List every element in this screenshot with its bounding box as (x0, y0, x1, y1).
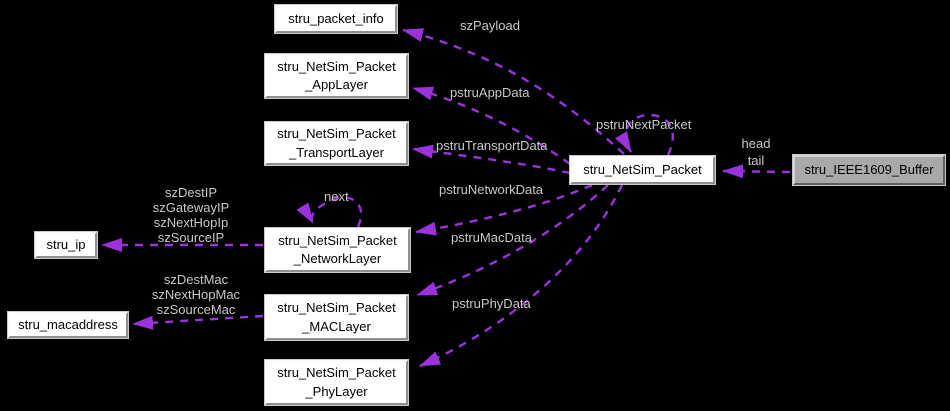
node-stru-macaddress[interactable]: stru_macaddress (7, 311, 129, 339)
node-stru-netsim-packet-maclayer[interactable]: stru_NetSim_Packet _MACLayer (264, 294, 409, 341)
node-stru-netsim-packet-networklayer[interactable]: stru_NetSim_Packet _NetworkLayer (264, 227, 411, 273)
node-stru-ip[interactable]: stru_ip (34, 231, 98, 259)
edge-mac-fields (132, 314, 264, 330)
edge-pstrunextpacket-loop (614, 113, 674, 156)
edge-head-tail (722, 164, 791, 179)
edge-pstruphydata (419, 184, 624, 368)
edge-pstrumacdata (416, 184, 609, 297)
node-stru-ieee1609-buffer: stru_IEEE1609_Buffer (792, 154, 946, 186)
node-stru-netsim-packet-phylayer[interactable]: stru_NetSim_Packet _PhyLayer (264, 359, 409, 406)
node-stru-packet-info[interactable]: stru_packet_info (274, 4, 398, 34)
edge-pstrutransportdata (412, 144, 571, 175)
edge-szpayload (402, 28, 625, 155)
edge-pstrunetworkdata (415, 183, 593, 236)
node-stru-netsim-packet-applayer[interactable]: stru_NetSim_Packet _AppLayer (264, 53, 409, 99)
edge-next-loop (296, 196, 363, 228)
edge-pstruappdata (412, 86, 571, 165)
node-stru-netsim-packet[interactable]: stru_NetSim_Packet (569, 155, 716, 185)
node-stru-netsim-packet-transportlayer[interactable]: stru_NetSim_Packet _TransportLayer (264, 121, 409, 166)
